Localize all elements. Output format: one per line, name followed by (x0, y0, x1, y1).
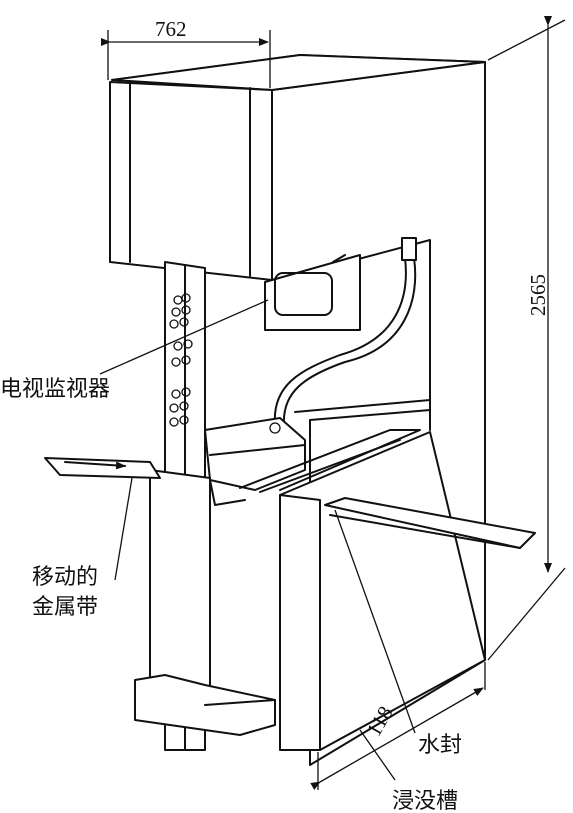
label-moving-strip-line2: 金属带 (32, 594, 98, 619)
dimension-width: 762 (101, 17, 271, 88)
dimension-height-label: 2565 (526, 274, 550, 316)
metal-strip (44, 457, 536, 549)
dimension-width-label: 762 (155, 17, 187, 41)
immersion-tank (134, 431, 486, 751)
tv-monitor (264, 254, 361, 331)
label-tv-monitor: 电视监视器 (0, 376, 110, 401)
tray (239, 399, 431, 493)
monitor-housing (109, 54, 486, 281)
cable (273, 237, 417, 426)
label-water-seal: 水封 (418, 732, 462, 757)
dimension-height: 2565 (487, 16, 566, 661)
leader-lines (99, 299, 416, 781)
label-moving-strip-line1: 移动的 (32, 564, 98, 589)
control-knobs (169, 293, 193, 427)
label-immersion-tank: 浸没槽 (392, 788, 458, 813)
